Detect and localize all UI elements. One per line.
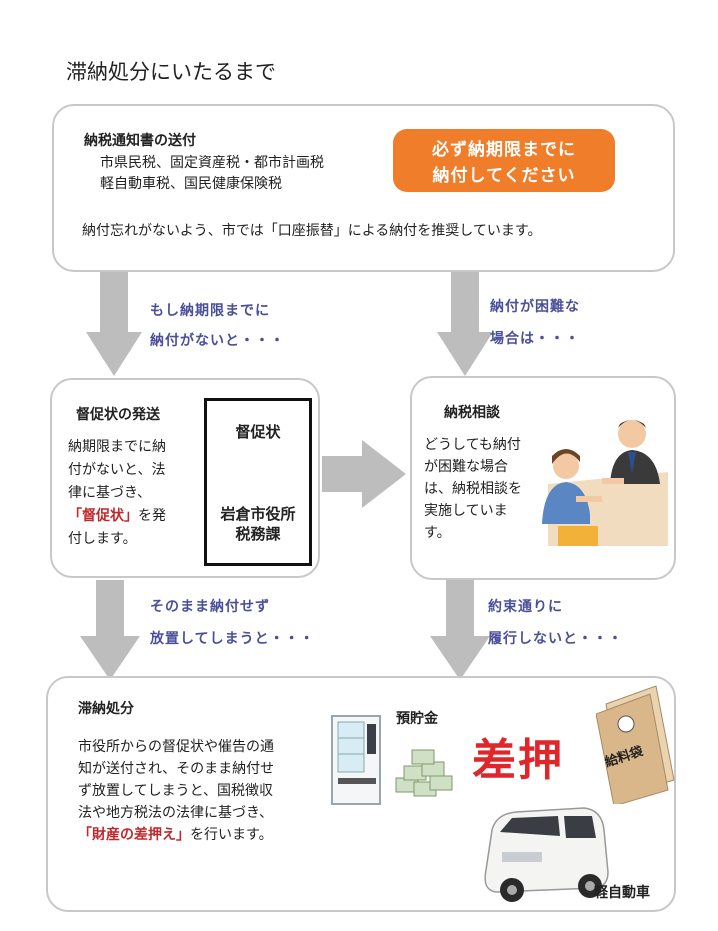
reminder-body-line2: 付がないと、法 [68, 462, 166, 478]
tax-list-line1: 市県民税、固定資産税・都市計画税 [100, 155, 324, 171]
down-arrow-right-top [437, 272, 493, 376]
arrow-left-bottom-line2: 放置してしまうと・・・ [150, 631, 315, 647]
notice-tax-division: 税務課 [235, 525, 281, 543]
arrow-right-top-line2: 場合は・・・ [490, 331, 580, 347]
atm-icon [331, 715, 381, 805]
disposition-line1: 市役所からの督促状や催告の通 [78, 739, 274, 755]
arrow-left-bottom-line1: そのまま納付せず [150, 599, 270, 615]
consultation-line4: 実施していま [424, 503, 508, 519]
notice-sending-box: 納税通知書の送付 市県民税、固定資産税・都市計画税 軽自動車税、国民健康保険税 … [52, 104, 675, 272]
reminder-notice-document: 督促状 岩倉市役所 税務課 [204, 398, 312, 566]
disposition-line3: ず放置してしまうと、国税徴収 [78, 783, 274, 799]
tax-consultation-box: 納税相談 どうしても納付 が困難な場合 は、納税相談を 実施していま す。 [410, 376, 676, 580]
arrow-right-bottom-line1: 約束通りに [488, 599, 563, 615]
savings-label: 預貯金 [396, 711, 438, 727]
arrow-left-top-line2: 納付がないと・・・ [150, 333, 285, 349]
disposition-line5-suffix: を行います。 [190, 827, 273, 843]
consultation-heading: 納税相談 [444, 405, 500, 421]
disposition-line4: 法や地方税法の法律に基づき、 [78, 805, 274, 821]
tax-list-line2: 軽自動車税、国民健康保険税 [100, 176, 282, 192]
deadline-reminder-line1: 必ず納期限までに [432, 140, 576, 160]
down-arrow-left-bottom [80, 580, 140, 680]
page-title: 滞納処分にいたるまで [66, 60, 276, 84]
salary-envelope-icon [596, 685, 675, 804]
reminder-keyword: 「督促状」 [68, 508, 138, 524]
seizure-keyword: 「財産の差押え」 [78, 827, 190, 843]
consultation-illustration [540, 414, 668, 546]
notice-title: 督促状 [235, 423, 281, 441]
seizure-stamp-text: 差押 [472, 735, 564, 786]
reminder-heading: 督促状の発送 [76, 407, 160, 423]
disposition-heading: 滞納処分 [78, 701, 134, 717]
delinquency-disposition-box: 滞納処分 市役所からの督促状や催告の通 知が送付され、そのまま納付せ ず放置して… [46, 676, 676, 912]
direct-debit-note: 納付忘れがないよう、市では「口座振替」による納付を推奨しています。 [82, 223, 542, 239]
down-arrow-left-top [86, 272, 142, 376]
disposition-line5: 「財産の差押え」を行います。 [78, 824, 273, 846]
kei-car-icon [484, 807, 609, 902]
disposition-line2: 知が送付され、そのまま納付せ [78, 761, 275, 777]
deadline-reminder-badge: 必ず納期限までに 納付してください [393, 129, 615, 192]
consultation-line2: が困難な場合 [424, 459, 508, 475]
arrow-right-bottom-line2: 履行しないと・・・ [488, 631, 623, 647]
money-stack-icon [395, 749, 453, 797]
consultation-line1: どうしても納付 [424, 437, 521, 453]
reminder-body-line3: 律に基づき、 [68, 485, 152, 501]
deadline-reminder-line2: 納付してください [432, 166, 576, 186]
arrow-right-top-line1: 納付が困難な [490, 299, 580, 315]
reminder-body-line5: 付します。 [68, 531, 137, 547]
consultation-line3: は、納税相談を [424, 481, 522, 497]
reminder-body-line4: 「督促状」を発 [68, 505, 166, 527]
notice-city-hall: 岩倉市役所 [220, 505, 296, 523]
arrow-left-top-line1: もし納期限までに [150, 303, 270, 319]
consultation-line5: す。 [424, 525, 451, 541]
reminder-body-line4-suffix: を発 [138, 508, 166, 524]
notice-sending-heading: 納税通知書の送付 [84, 133, 196, 149]
reminder-sending-box: 督促状の発送 納期限までに納 付がないと、法 律に基づき、 「督促状」を発 付し… [50, 378, 320, 578]
car-label: 軽自動車 [594, 885, 650, 901]
reminder-body-line1: 納期限までに納 [68, 439, 166, 455]
down-arrow-right-bottom [430, 580, 490, 680]
right-arrow-middle [322, 440, 406, 508]
